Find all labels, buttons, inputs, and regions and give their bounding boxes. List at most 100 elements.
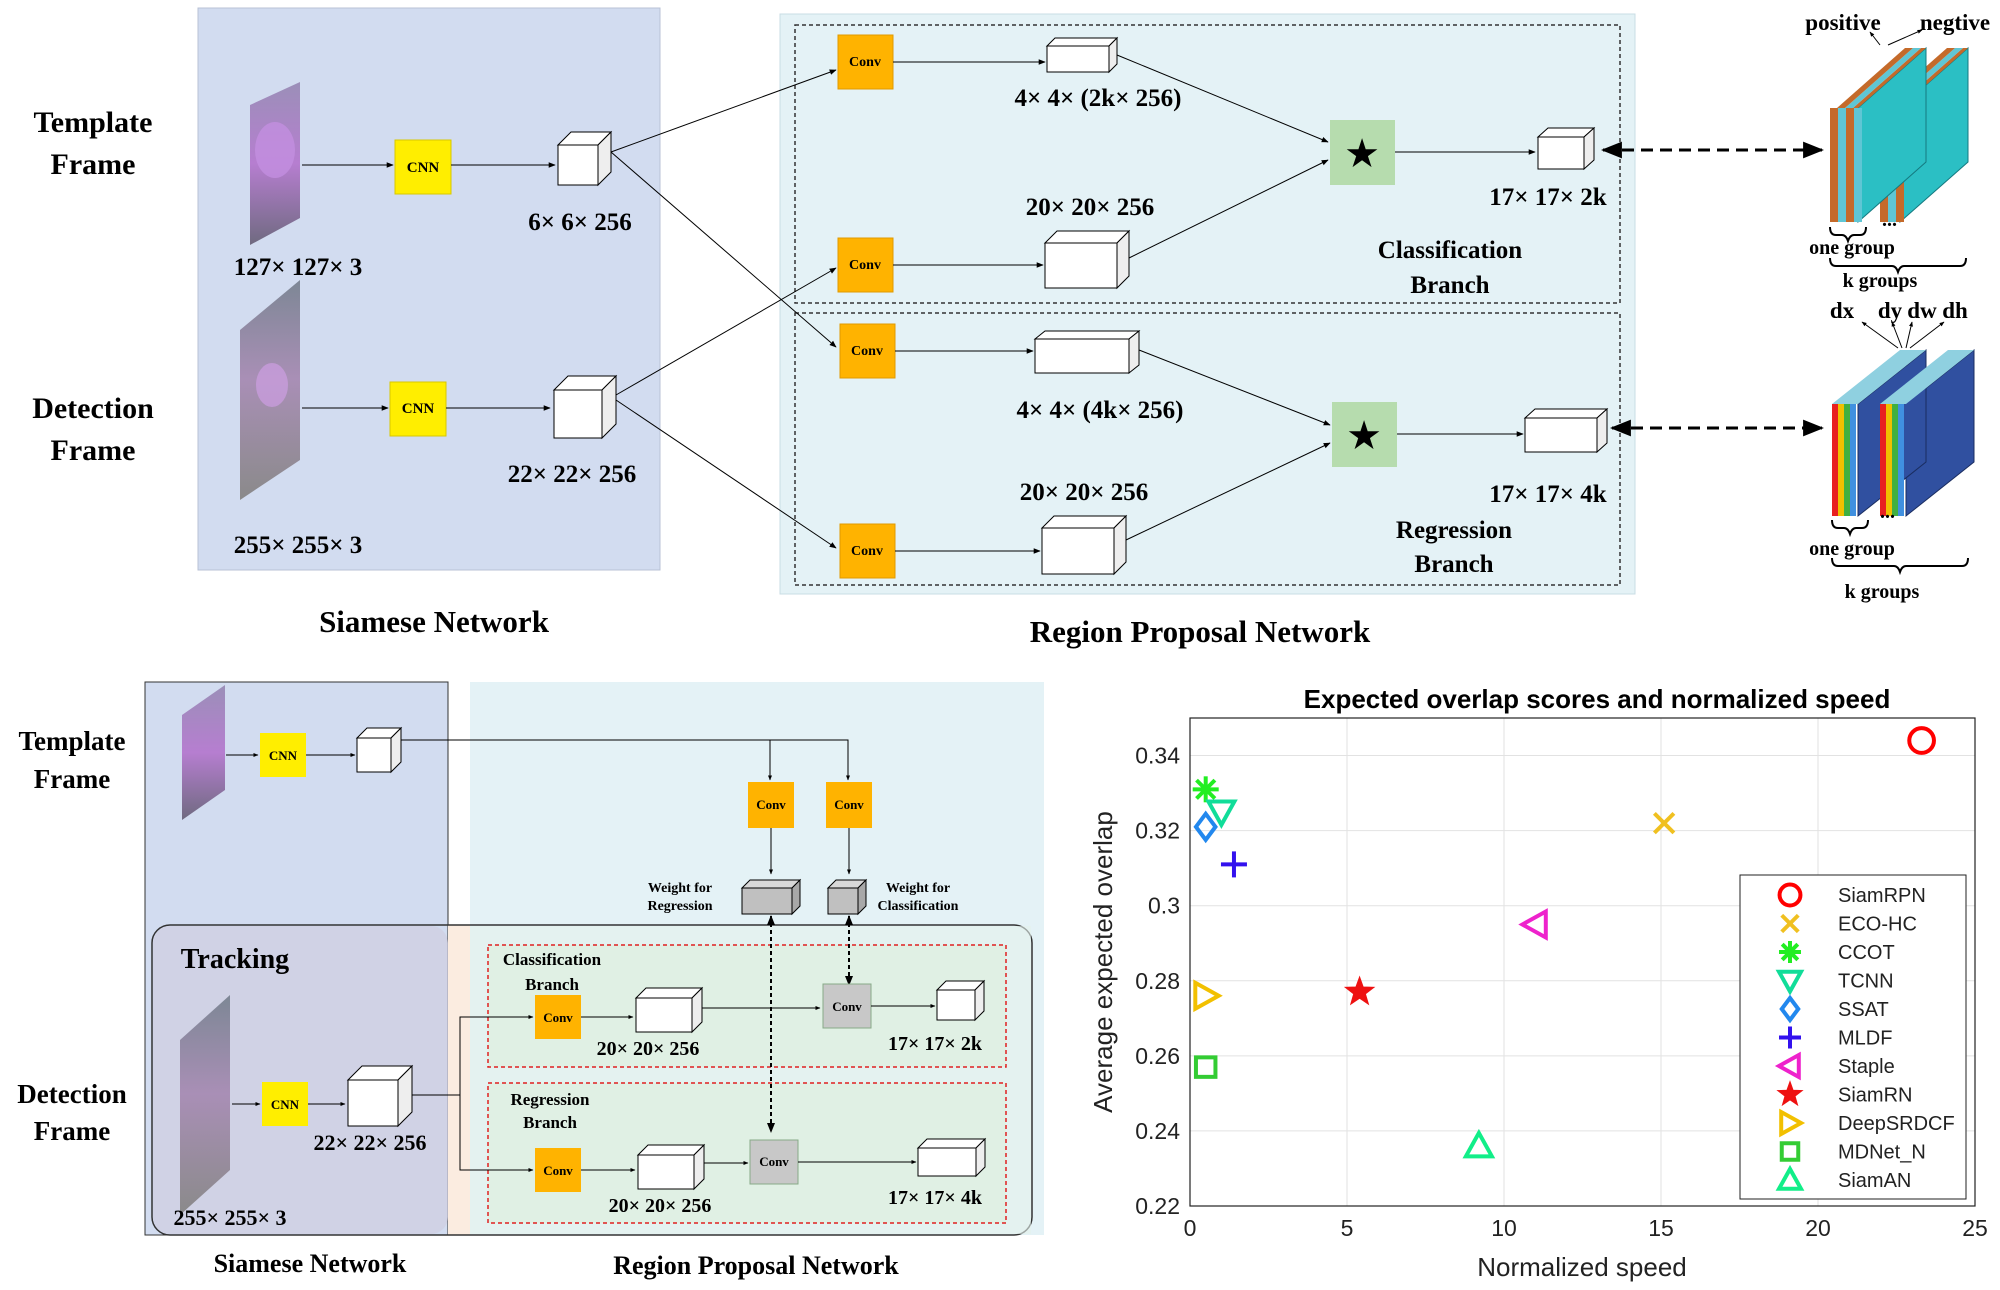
x-tick-label: 25 xyxy=(1962,1215,1988,1241)
legend-label: Staple xyxy=(1838,1056,1895,1078)
cls-output-cube xyxy=(1536,126,1596,171)
svg-text:Frame: Frame xyxy=(51,434,136,467)
svg-text:Conv: Conv xyxy=(851,344,883,359)
bottom-detection-cube xyxy=(346,1064,414,1128)
svg-text:...: ... xyxy=(1882,209,1897,231)
conv-reg-kernel: Conv xyxy=(839,323,896,379)
x-tick-label: 5 xyxy=(1341,1215,1354,1241)
svg-text:Weight for: Weight for xyxy=(886,881,950,896)
rpn-title: Region Proposal Network xyxy=(1030,614,1371,649)
bottom-cls-corr-conv: Conv xyxy=(822,983,872,1029)
y-tick-label: 0.28 xyxy=(1135,968,1180,994)
svg-text:CNN: CNN xyxy=(407,160,440,176)
x-tick-label: 15 xyxy=(1648,1215,1674,1241)
cls-kernel-feature xyxy=(1045,36,1119,74)
svg-text:Classification: Classification xyxy=(878,899,959,914)
svg-text:Conv: Conv xyxy=(543,1010,573,1025)
top-diagram: Template Frame Detection Frame 127× 127×… xyxy=(32,7,1990,649)
legend-marker-tcnn xyxy=(1775,969,1805,996)
svg-text:CNN: CNN xyxy=(402,401,435,417)
svg-text:Template: Template xyxy=(34,106,153,139)
weight-classification-label: Weight for Classification xyxy=(878,881,959,914)
cls-output-size: 17× 17× 2k xyxy=(1489,184,1606,211)
cls-anchor-stack: ... xyxy=(1830,46,1969,231)
bottom-reg-feature-cube xyxy=(636,1143,706,1191)
reg-search-size: 20× 20× 256 xyxy=(1020,479,1149,506)
legend-label: TCNN xyxy=(1838,971,1894,993)
negtive-label: negtive xyxy=(1920,10,1990,35)
legend-label: SiamRPN xyxy=(1838,885,1926,907)
regression-box xyxy=(794,312,1621,586)
data-point-siaman xyxy=(1462,1128,1496,1159)
y-tick-label: 0.24 xyxy=(1135,1118,1180,1144)
bottom-reg-feature-size: 20× 20× 256 xyxy=(609,1195,712,1217)
legend-label: CCOT xyxy=(1838,942,1895,964)
cls-branch-label: Classification Branch xyxy=(1378,237,1523,299)
svg-text:Weight for: Weight for xyxy=(648,881,712,896)
detection-feature-size: 22× 22× 256 xyxy=(508,461,637,488)
data-point-tcnn xyxy=(1205,799,1238,829)
dy-label: dy xyxy=(1878,298,1903,323)
detection-size: 255× 255× 3 xyxy=(234,532,363,559)
bottom-reg-corr-conv: Conv xyxy=(749,1139,799,1185)
bottom-cls-feature-cube xyxy=(634,986,704,1034)
bottom-reg-conv: Conv xyxy=(535,1148,581,1192)
x-axis-label: Normalized speed xyxy=(1477,1252,1687,1282)
svg-text:CNN: CNN xyxy=(271,1097,300,1112)
bottom-cls-feature-size: 20× 20× 256 xyxy=(597,1038,700,1060)
detection-frame-label: Detection Frame xyxy=(32,392,154,467)
plot-area xyxy=(1189,717,1976,1207)
legend-label: SiamRN xyxy=(1838,1085,1912,1107)
data-point-deepsrdcf xyxy=(1193,979,1223,1013)
template-feature-size: 6× 6× 256 xyxy=(528,209,632,236)
svg-text:Classification: Classification xyxy=(1378,237,1523,264)
rpn-panel xyxy=(779,13,1636,595)
cls-correlation-star: ★ xyxy=(1330,120,1395,185)
template-image xyxy=(250,82,300,245)
chart-points xyxy=(1192,726,1936,1159)
svg-text:Conv: Conv xyxy=(759,1154,789,1169)
reg-output-size: 17× 17× 4k xyxy=(1489,481,1606,508)
reg-k-groups: k groups xyxy=(1845,581,1920,603)
legend-marker-siamrpn xyxy=(1777,882,1803,908)
reg-output-cube xyxy=(1523,407,1609,454)
weight-regression-cube xyxy=(740,878,802,916)
legend: SiamRPNECO-HCCCOTTCNNSSATMLDFStapleSiamR… xyxy=(1739,874,1967,1200)
reg-search-feature xyxy=(1040,514,1128,576)
tracking-panel xyxy=(151,924,1033,1236)
conv-cls-kernel: Conv xyxy=(837,34,894,90)
x-tick-label: 10 xyxy=(1491,1215,1517,1241)
svg-text:Regression: Regression xyxy=(647,899,712,914)
data-point-mdnet-n xyxy=(1193,1055,1218,1079)
dh-label: dh xyxy=(1942,298,1968,323)
classification-box xyxy=(794,24,1621,304)
tracking-label: Tracking xyxy=(181,944,289,975)
reg-kernel-size: 4× 4× (4k× 256) xyxy=(1016,397,1183,424)
legend-label: ECO-HC xyxy=(1838,914,1917,936)
y-tick-label: 0.32 xyxy=(1135,818,1180,844)
cls-kernel-size: 4× 4× (2k× 256) xyxy=(1014,85,1181,112)
legend-label: DeepSRDCF xyxy=(1838,1113,1955,1135)
svg-text:Conv: Conv xyxy=(849,55,881,70)
bottom-detection-feature-size: 22× 22× 256 xyxy=(313,1130,426,1155)
reg-branch-label: Regression Branch xyxy=(1396,517,1512,578)
svg-text:Conv: Conv xyxy=(849,258,881,273)
bottom-cnn-detection: CNN xyxy=(262,1082,308,1126)
bottom-conv-cls-weight: Conv xyxy=(826,782,872,828)
bottom-reg-output-cube xyxy=(916,1137,987,1178)
legend-marker-ccot xyxy=(1779,941,1801,963)
svg-text:Conv: Conv xyxy=(756,797,786,812)
cls-search-feature xyxy=(1043,229,1131,290)
svg-text:Classification: Classification xyxy=(503,950,602,969)
svg-text:Detection: Detection xyxy=(32,392,154,425)
legend-marker-ssat xyxy=(1779,994,1801,1024)
detection-image xyxy=(240,280,300,500)
bottom-cnn-template: CNN xyxy=(260,733,306,777)
bottom-conv-reg-weight: Conv xyxy=(748,782,794,828)
legend-marker-siaman xyxy=(1775,1164,1805,1191)
bottom-reg-branch-label: Regression Branch xyxy=(510,1090,590,1132)
dw-label: dw xyxy=(1907,298,1937,323)
x-tick-label: 20 xyxy=(1805,1215,1831,1241)
svg-text:Regression: Regression xyxy=(510,1090,590,1109)
